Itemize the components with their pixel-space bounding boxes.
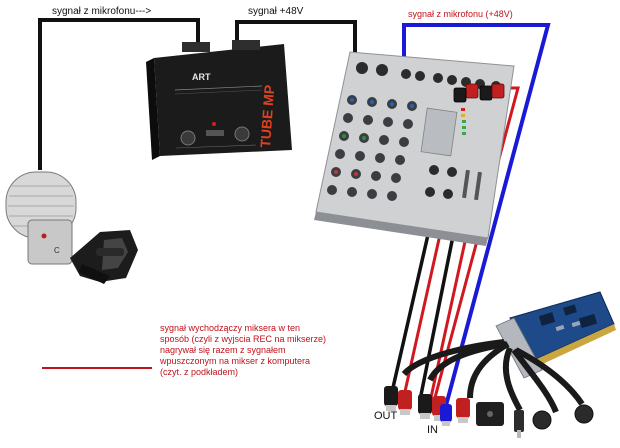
svg-text:C: C	[54, 246, 60, 255]
recording-note: sygnał wychodzączy miksera w ten sposób …	[160, 323, 327, 377]
tube-preamp: ART TUBE MP	[146, 40, 292, 160]
preamp-brand: ART	[192, 72, 211, 82]
mic-signal-label: sygnał z mikrofonu--->	[52, 6, 152, 17]
mic-cable	[38, 18, 200, 170]
phantom-signal-label: sygnał +48V	[248, 6, 304, 17]
out-label: OUT	[374, 410, 398, 422]
gain-knob	[180, 130, 196, 146]
rca-connectors	[384, 386, 470, 426]
in-label: IN	[427, 424, 438, 436]
output-knob	[234, 126, 250, 142]
breakout-cable	[401, 339, 594, 438]
sound-card	[495, 291, 616, 379]
blue-cable	[402, 23, 551, 414]
mixer-rca-plugs	[453, 83, 505, 103]
mic-signal-48v-label: sygnał z mikrofonu (+48V)	[408, 9, 513, 19]
mixer	[314, 51, 515, 246]
preamp-model: TUBE MP	[257, 84, 277, 148]
microphone-icon: C	[5, 171, 138, 284]
phantom-cable	[235, 20, 357, 62]
